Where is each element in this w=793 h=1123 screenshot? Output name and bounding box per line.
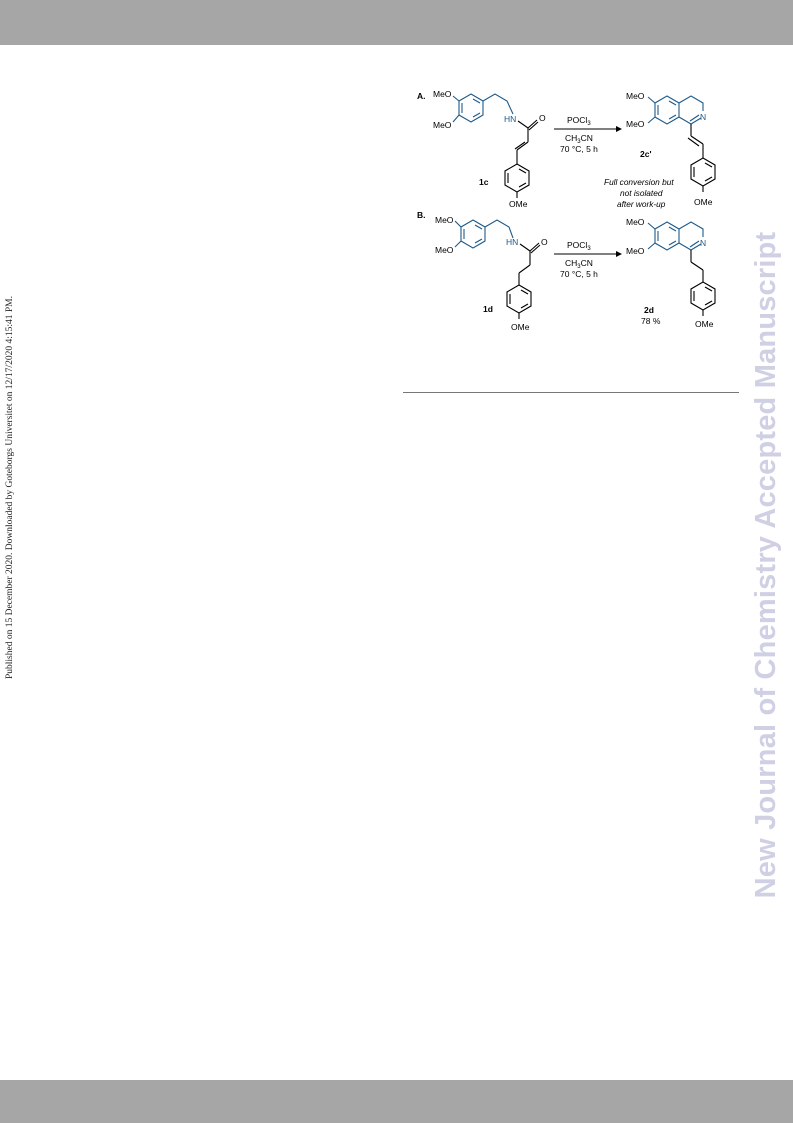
panel-a-dihydroisoquinoline: [647, 95, 704, 125]
top-banner: [0, 0, 793, 45]
panel-b-meo-top: MeO: [435, 215, 454, 225]
panel-a-arene-ring: [452, 93, 514, 123]
panel-a-arrowhead: [616, 126, 622, 132]
panel-a-conditions: 70 °C, 5 h: [560, 144, 598, 154]
panel-a-note-line2: not isolated: [620, 188, 663, 198]
panel-b-nh: HN: [506, 237, 518, 247]
column-divider: [403, 392, 739, 393]
panel-b-dihydroisoquinoline: [647, 221, 704, 251]
panel-a-note-line1: Full conversion but: [604, 177, 674, 187]
panel-b-arrowhead: [616, 251, 622, 257]
panel-a-label: A.: [417, 91, 426, 101]
panel-a-note-line3: after work-up: [617, 199, 666, 209]
panel-a-cinnamoyl: [504, 119, 539, 198]
panel-b-carbonyl-o: O: [541, 237, 548, 247]
panel-a-product-n: N: [700, 112, 706, 122]
panel-b-reactant-ome: OMe: [511, 322, 530, 332]
panel-b-propanoyl: [506, 242, 541, 319]
publication-note: Published on 15 December 2020. Downloade…: [5, 296, 15, 679]
panel-b-product-n: N: [700, 238, 706, 248]
panel-a-solvent: CH3CN: [565, 133, 593, 145]
panel-b-product-phenethyl: [690, 250, 716, 316]
panel-a-product-styryl: [687, 124, 716, 192]
panel-b-arene-ring: [454, 219, 514, 249]
panel-a-meo-bottom: MeO: [433, 120, 452, 130]
panel-b-reagent: POCl3: [567, 240, 591, 252]
panel-b-product-meo-bottom: MeO: [626, 246, 645, 256]
panel-a-reagent: POCl3: [567, 115, 591, 127]
panel-b-product-yield: 78 %: [641, 316, 661, 326]
panel-a-product-meo-top: MeO: [626, 91, 645, 101]
reaction-scheme: A. MeO MeO HN O: [417, 89, 716, 332]
panel-b-product-meo-top: MeO: [626, 217, 645, 227]
panel-b-reactant-id: 1d: [483, 304, 493, 314]
panel-a-carbonyl-o: O: [539, 113, 546, 123]
panel-a: A. MeO MeO HN O: [417, 89, 716, 209]
panel-a-reactant-id: 1c: [479, 177, 489, 187]
panel-a-meo-top: MeO: [433, 89, 452, 99]
panel-a-product-meo-bottom: MeO: [626, 119, 645, 129]
panel-b-product-ome: OMe: [695, 319, 714, 329]
panel-a-product-id: 2c': [640, 149, 651, 159]
bottom-banner: [0, 1080, 793, 1123]
panel-b-product-id: 2d: [644, 305, 654, 315]
accepted-manuscript-watermark: New Journal of Chemistry Accepted Manusc…: [750, 231, 782, 899]
panel-b-solvent: CH3CN: [565, 258, 593, 270]
panel-a-product-ome: OMe: [694, 197, 713, 207]
panel-b-meo-bottom: MeO: [435, 245, 454, 255]
panel-a-nh: HN: [504, 114, 516, 124]
panel-b-label: B.: [417, 210, 426, 220]
panel-b-conditions: 70 °C, 5 h: [560, 269, 598, 279]
panel-b: B. MeO MeO HN O 1d OMe: [417, 210, 716, 332]
panel-a-reactant-ome: OMe: [509, 199, 528, 209]
